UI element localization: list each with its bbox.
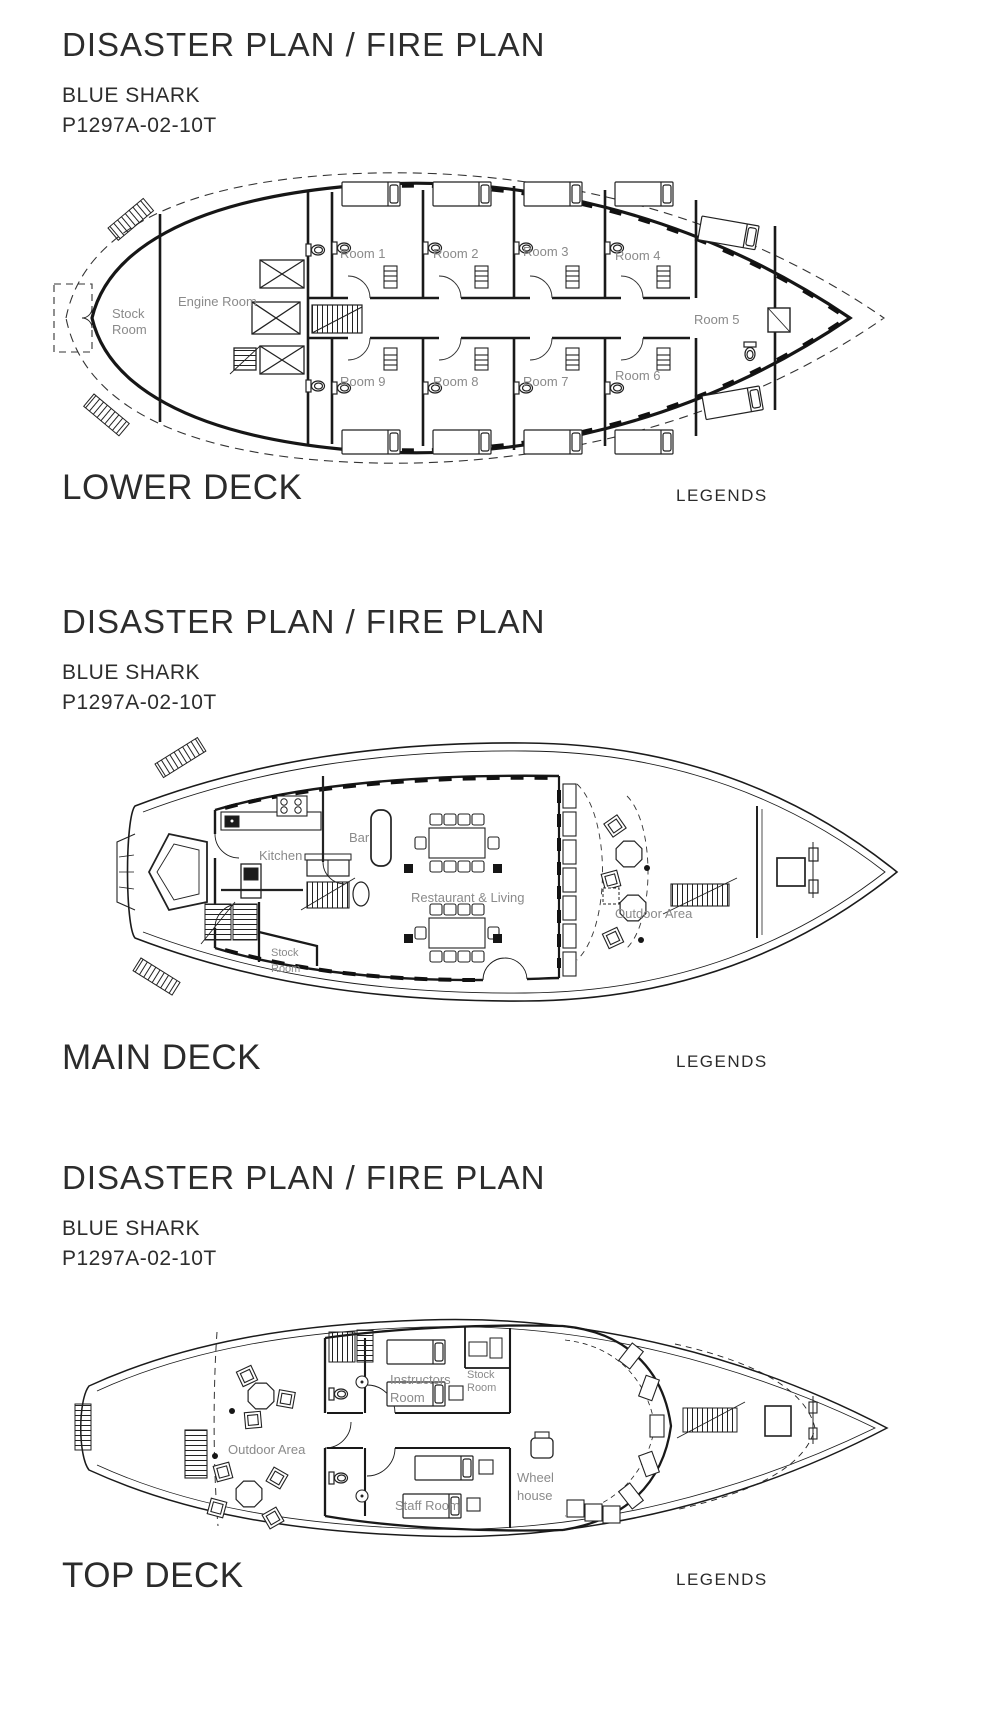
section-title-main: DISASTER PLAN / FIRE PLAN [62, 603, 546, 640]
room-label-instructors-room-line1: Instructors [390, 1372, 451, 1387]
window-band [341, 183, 846, 453]
room-label-stock-room-line1: Stock [112, 306, 145, 321]
corridor-stairs [311, 304, 363, 334]
kitchen-fixtures [220, 776, 346, 899]
hull-outline [126, 742, 899, 1002]
toilet-icon [328, 1387, 349, 1401]
deck-label-lower: LOWER DECK [62, 468, 303, 507]
room-label-room-5: Room 5 [694, 312, 740, 327]
toilet-icon [305, 379, 326, 393]
outdoor-lounge [576, 783, 738, 961]
legends-label-lower: LEGENDS [676, 486, 768, 505]
toilet-icon [328, 1471, 349, 1485]
door-arcs [347, 275, 644, 361]
stock-room-walls [257, 902, 319, 966]
plan-code-main: P1297A-02-10T [62, 691, 217, 714]
bar-counter [370, 809, 392, 867]
mid-stairs [300, 853, 370, 911]
main-deck-plan: Kitchen Bar Restaurant & Living Stock Ro… [116, 736, 899, 1002]
entry-and-wc [328, 1329, 374, 1503]
deck-label-top: TOP DECK [62, 1556, 244, 1595]
room-label-stock-room-line2: Room [112, 322, 147, 337]
bow-deck [674, 1343, 818, 1511]
stern-ladder [74, 1403, 92, 1451]
vessel-name-main: BLUE SHARK [62, 661, 201, 684]
cabin-furniture [332, 182, 791, 454]
room-label-engine-room: Engine Room [178, 294, 257, 309]
stock-room-stairs [200, 901, 258, 945]
window-bench [562, 783, 577, 977]
window-band [224, 775, 561, 982]
plan-code-lower: P1297A-02-10T [62, 114, 217, 137]
hull-outline [90, 181, 853, 455]
room-label-bar: Bar [349, 830, 370, 845]
section-title-lower: DISASTER PLAN / FIRE PLAN [62, 26, 546, 63]
legends-label-top: LEGENDS [676, 1570, 768, 1589]
lower-deck-plan: Stock Room Engine Room Room 1 Room 2 Roo… [53, 172, 885, 464]
staff-room-furniture [402, 1455, 494, 1519]
room-label-room-7: Room 7 [523, 374, 569, 389]
legends-label-main: LEGENDS [676, 1052, 768, 1071]
room-label-outdoor-area: Outdoor Area [615, 906, 693, 921]
outdoor-seating [184, 1360, 296, 1533]
wheelhouse [530, 1339, 665, 1524]
room-label-room-4: Room 4 [615, 248, 661, 263]
room-label-room-6: Room 6 [615, 368, 661, 383]
stern-platform [116, 736, 208, 996]
dining-tables [404, 813, 502, 963]
room-label-room-1: Room 1 [340, 246, 386, 261]
toilet-icon [305, 243, 326, 257]
deck-label-main: MAIN DECK [62, 1038, 261, 1077]
room-label-stock-room-line1: Stock [467, 1369, 495, 1381]
room-label-stock-room-line2: Room [467, 1382, 496, 1394]
room-label-staff-room: Staff Room [395, 1498, 460, 1513]
instructors-room-furniture [386, 1337, 503, 1407]
engine-room-equipment [229, 259, 305, 375]
room-label-wheel-house-line1: Wheel [517, 1470, 554, 1485]
room-label-room-9: Room 9 [340, 374, 386, 389]
room-label-outdoor-area: Outdoor Area [228, 1442, 306, 1457]
bow-deck [756, 806, 819, 938]
room-label-kitchen: Kitchen [259, 848, 302, 863]
toilet-icon [743, 341, 757, 362]
room-label-room-3: Room 3 [523, 244, 569, 259]
top-deck-plan: Outdoor Area Instructors Room Stock Room… [74, 1318, 889, 1538]
room-label-stock-room-line2: Room [271, 963, 300, 975]
vessel-name-top: BLUE SHARK [62, 1217, 201, 1240]
vessel-name-lower: BLUE SHARK [62, 84, 201, 107]
room-label-instructors-room-line2: Room [390, 1390, 425, 1405]
stern-stairs [81, 197, 155, 437]
section-title-top: DISASTER PLAN / FIRE PLAN [62, 1159, 546, 1196]
room-label-room-8: Room 8 [433, 374, 479, 389]
room-label-restaurant-living: Restaurant & Living [411, 890, 524, 905]
room-label-wheel-house-line2: house [517, 1488, 552, 1503]
plan-code-top: P1297A-02-10T [62, 1247, 217, 1270]
room-label-stock-room-line1: Stock [271, 947, 299, 959]
room-label-room-2: Room 2 [433, 246, 479, 261]
